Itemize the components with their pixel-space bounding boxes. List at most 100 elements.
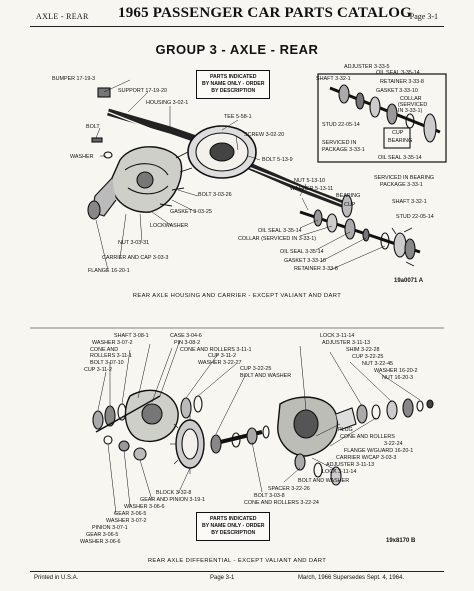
label-gasket-303: GASKET 3-03-25 (170, 209, 212, 215)
label-gear-pinion: GEAR AND PINION 3-19-1 (140, 497, 206, 503)
label-oil-seal-a: OIL SEAL 3-35-14 (376, 70, 420, 76)
catalog-title: 1965 PASSENGER CAR PARTS CATALOG (118, 5, 412, 21)
label-shaft-2: SHAFT 3-08-1 (114, 333, 149, 339)
label-cup-r2: CUP 3-22-25 (352, 354, 384, 360)
footer-printed: Printed in U.S.A. (34, 575, 79, 581)
label-bearing-r: BEARING (336, 193, 361, 199)
label-bolt-303: BOLT 3-03-26 (198, 192, 232, 198)
label-stud-a: STUD 22-05-14 (322, 122, 360, 128)
label-washer-322: WASHER 3-22-27 (198, 360, 242, 366)
note-line: BY DESCRIPTION (211, 530, 256, 536)
label-bolt-303-2: BOLT 3-03-8 (254, 493, 285, 499)
label-screw: SCREW 3-02-20 (244, 132, 285, 138)
label-collar-note2: IN 3-33-1) (398, 108, 423, 114)
label-washer-r: WASHER 16-20-2 (374, 368, 418, 374)
label-washer-left: WASHER (70, 154, 94, 160)
label-cone-rollers-l2: ROLLERS 3-11-1 (90, 353, 132, 359)
label-pin: PIN 3-08-2 (174, 340, 201, 346)
label-oil-seal-b: OIL SEAL 3-35-14 (378, 155, 422, 161)
label-cup: CUP (392, 130, 404, 136)
figure-ref-1: 19a0071 A (394, 278, 424, 284)
label-bolt-washer: BOLT AND WASHER (240, 373, 292, 379)
label-serviced-bearing: SERVICED IN BEARING (374, 175, 435, 181)
label-pinion: PINION 3-07-1 (92, 525, 128, 531)
label-cup-l: CUP 3-11-2 (84, 367, 112, 373)
header-section: AXLE - REAR (36, 12, 89, 21)
note-line: BY DESCRIPTION (211, 88, 256, 94)
label-nut-r: NUT 3-22-45 (362, 361, 394, 367)
label-plug: PLUG (338, 427, 353, 433)
label-washer-306: WASHER 3-06-6 (124, 504, 165, 510)
label-gasket-d: GASKET 3-33-10 (284, 258, 326, 264)
footer-date: March, 1966 Supersedes Sept. 4, 1964. (298, 575, 405, 581)
label-washer-b: WASHER 3-06-6 (80, 539, 121, 545)
label-tee: TEE 5-58-1 (224, 114, 252, 120)
note-line: BY NAME ONLY - ORDER (202, 523, 265, 529)
label-case: CASE 3-04-6 (170, 333, 202, 339)
label-shim: SHIM 3-22-28 (346, 347, 380, 353)
note-parts-by-name-1: PARTS INDICATED BY NAME ONLY - ORDER BY … (196, 70, 271, 99)
note-parts-by-name-2: PARTS INDICATED BY NAME ONLY - ORDER BY … (196, 512, 271, 541)
label-cone-rollers-l: CONE AND (90, 347, 119, 353)
label-serviced-bearing2: PACKAGE 3-33-1 (380, 182, 423, 188)
label-adjuster-b: ADJUSTER 3-11-13 (326, 462, 375, 468)
label-cone-rollers-m: CONE AND ROLLERS 3-11-1 (180, 347, 252, 353)
note-line: PARTS INDICATED (209, 74, 257, 80)
label-retainer-a: RETAINER 3-33-8 (380, 79, 424, 85)
caption-1: REAR AXLE HOUSING AND CARRIER - EXCEPT V… (132, 293, 342, 299)
label-retainer-d: RETAINER 3-33-8 (294, 266, 338, 272)
label-washer-307b: WASHER 3-07-2 (106, 518, 147, 524)
label-gear-306: GEAR 3-06-5 (114, 511, 147, 517)
label-gasket-333: GASKET 3-33-10 (376, 88, 418, 94)
label-oil-seal-c: OIL SEAL 3-35-14 (258, 228, 302, 234)
label-serviced-pkg: SERVICED IN (322, 140, 357, 146)
label-serviced-pkg2: PACKAGE 3-33-1 (322, 147, 365, 153)
label-housing: HOUSING 3-02-1 (146, 100, 189, 106)
label-cone-rollers-r: CONE AND ROLLERS (340, 434, 395, 440)
label-carrier: CARRIER AND CAP 3-03-3 (102, 255, 169, 261)
label-flange: FLANGE 16-20-1 (88, 268, 130, 274)
label-bearing: BEARING (388, 138, 413, 144)
header-page: Page 3-1 (409, 12, 438, 21)
label-nut-513: NUT 5-13-10 (294, 178, 326, 184)
header-rule (30, 26, 444, 27)
note-line: BY NAME ONLY - ORDER (202, 81, 265, 87)
label-flange-guard: FLANGE W/GUARD 16-20-1 (344, 448, 414, 454)
figure-ref-2: 19x8170 B (386, 538, 416, 544)
label-cup-r: CUP (344, 202, 356, 208)
label-stud-b: STUD 22-05-14 (396, 214, 434, 220)
label-bolt-513: BOLT 5-13-9 (262, 157, 293, 163)
label-collar-note: (SERVICED (398, 102, 428, 108)
label-adjuster-2: ADJUSTER 3-11-13 (322, 340, 371, 346)
footer-rule (30, 571, 444, 572)
label-bolt-left: BOLT (86, 124, 100, 130)
label-collar: COLLAR (400, 96, 422, 102)
label-bolt-l: BOLT 3-07-10 (90, 360, 124, 366)
caption-2: REAR AXLE DIFFERENTIAL - EXCEPT VALIANT … (147, 558, 327, 564)
label-lock: LOCK 3-11-14 (320, 333, 355, 339)
footer-page: Page 3-1 (210, 575, 235, 581)
label-support: SUPPORT 17-19-20 (118, 88, 167, 94)
label-washer-513: WASHER 5-13-11 (290, 186, 334, 192)
note-line: PARTS INDICATED (209, 516, 257, 522)
label-cup-m: CUP 3-11-2 (208, 353, 236, 359)
label-bumper: BUMPER 17-19-3 (52, 76, 96, 82)
label-collar-c: COLLAR (SERVICED IN 3-33-1) (238, 236, 317, 242)
label-lock-b: LOCK 3-11-14 (322, 469, 357, 475)
label-adjuster: ADJUSTER 3-33-5 (344, 64, 390, 70)
label-oil-seal-d: OIL SEAL 3-35-14 (280, 249, 324, 255)
label-gear-b: GEAR 3-06-5 (86, 532, 119, 538)
group-title: GROUP 3 - AXLE - REAR (155, 42, 319, 57)
label-cone-rollers-b: CONE AND ROLLERS 3-22-24 (244, 500, 319, 506)
label-shaft-a: SHAFT 3-32-1 (316, 76, 351, 82)
label-spacer: SPACER 3-22-26 (268, 486, 310, 492)
label-washer-307: WASHER 3-07-2 (92, 340, 133, 346)
label-nut-303: NUT 3-03-31 (118, 240, 150, 246)
label-lockwasher: LOCKWASHER (150, 223, 189, 229)
label-nut-16: NUT 16-20-3 (382, 375, 414, 381)
label-cone-rollers-r2: 3-22-24 (384, 441, 403, 447)
label-bolt-washer-b: BOLT AND WASHER (298, 478, 350, 484)
label-cup-322: CUP 3-22-25 (240, 366, 272, 372)
label-block: BLOCK 3-32-8 (156, 490, 192, 496)
